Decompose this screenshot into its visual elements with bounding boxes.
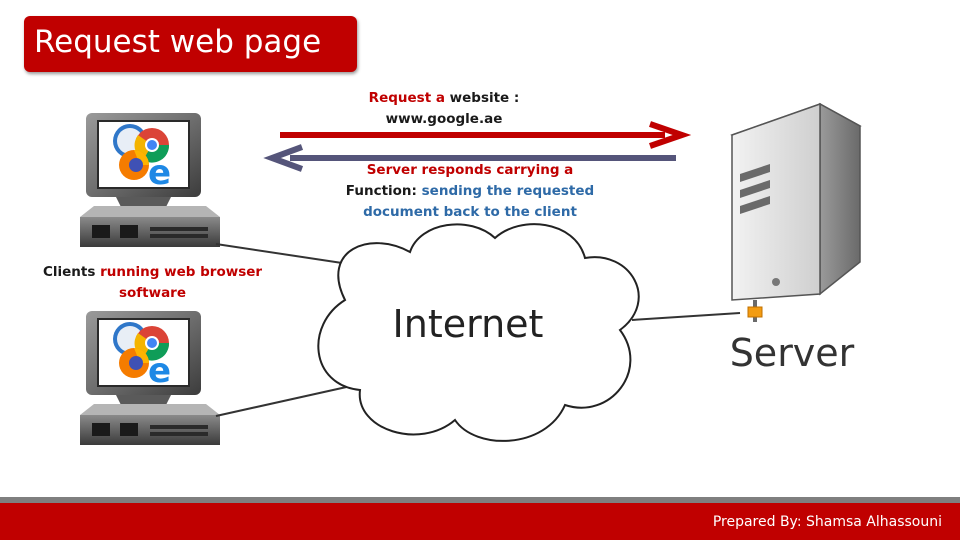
footer-bar: Prepared By: Shamsa Alhassouni: [0, 503, 960, 540]
response-arrow: [263, 144, 676, 172]
internet-label: Internet: [393, 302, 544, 346]
request-arrow: [280, 121, 692, 149]
response-line3: document back to the client: [363, 204, 577, 220]
request-label: Request a website : www.google.ae: [300, 88, 588, 130]
request-label-part1: Request a: [368, 90, 445, 106]
client-computer-top-icon: [79, 112, 221, 248]
link-top-client: [215, 243, 363, 267]
clients-word: Clients: [42, 264, 101, 280]
internet-cloud-icon: [317, 223, 640, 442]
footer-credit: Prepared By: Shamsa Alhassouni: [712, 514, 942, 530]
client-computer-bottom-icon: [79, 310, 221, 446]
response-line1: Server responds carrying a: [366, 162, 574, 178]
response-function-prefix: Function:: [345, 183, 422, 199]
response-function-text: sending the requested: [421, 183, 595, 199]
clients-browser-text: running web browser: [100, 264, 263, 280]
link-server: [631, 312, 741, 321]
clients-software-text: software: [118, 285, 187, 301]
request-url: www.google.ae: [385, 111, 503, 127]
request-label-part2: website :: [444, 90, 520, 106]
link-bottom-client: [215, 383, 361, 417]
page-title: Request web page: [34, 24, 322, 60]
server-label: Server: [730, 331, 855, 375]
title-banner: Request web page: [24, 16, 357, 72]
clients-label: Clients running web browser software: [30, 262, 275, 304]
network-diagram: e Internet: [79, 102, 862, 446]
response-label: Server responds carrying a Function: sen…: [300, 160, 640, 223]
server-tower-icon: [730, 102, 862, 322]
footer-divider: [0, 497, 960, 503]
